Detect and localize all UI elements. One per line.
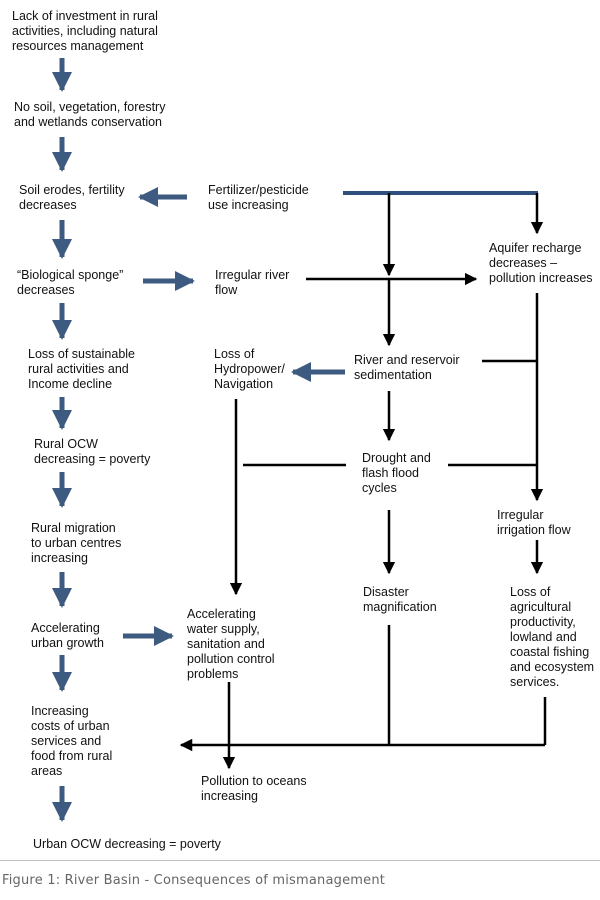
node-drought: Drought and flash flood cycles — [362, 451, 431, 495]
node-pollution-oceans: Pollution to oceans increasing — [201, 774, 307, 803]
node-soil-erodes: Soil erodes, fertility decreases — [19, 183, 125, 212]
node-aquifer: Aquifer recharge decreases – pollution i… — [489, 241, 593, 285]
node-lack-investment: Lack of investment in rural activities, … — [12, 9, 158, 53]
node-rural-migration: Rural migration to urban centres increas… — [31, 521, 122, 565]
node-irregular-river: Irregular river flow — [215, 268, 290, 297]
node-rural-ocw: Rural OCW decreasing = poverty — [34, 437, 151, 466]
caption-divider — [0, 860, 600, 861]
node-urban-growth: Accelerating urban growth — [31, 621, 104, 650]
node-irrigation: Irregular irrigation flow — [497, 508, 571, 537]
node-disaster: Disaster magnification — [363, 585, 437, 614]
node-loss-sustainable: Loss of sustainable rural activities and… — [28, 347, 136, 391]
figure-caption: Figure 1: River Basin - Consequences of … — [2, 873, 386, 888]
node-fertilizer: Fertilizer/pesticide use increasing — [208, 183, 309, 212]
node-water-supply: Accelerating water supply, sanitation an… — [187, 607, 275, 681]
node-biological-sponge: “Biological sponge” decreases — [17, 268, 124, 297]
node-urban-ocw: Urban OCW decreasing = poverty — [33, 837, 221, 851]
node-loss-hydropower: Loss of Hydropower/ Navigation — [214, 347, 285, 391]
node-sedimentation: River and reservoir sedimentation — [354, 353, 460, 382]
node-loss-agri: Loss of agricultural productivity, lowla… — [510, 585, 595, 689]
node-urban-costs: Increasing costs of urban services and f… — [31, 704, 113, 778]
node-no-conservation: No soil, vegetation, forestry and wetlan… — [14, 100, 166, 129]
